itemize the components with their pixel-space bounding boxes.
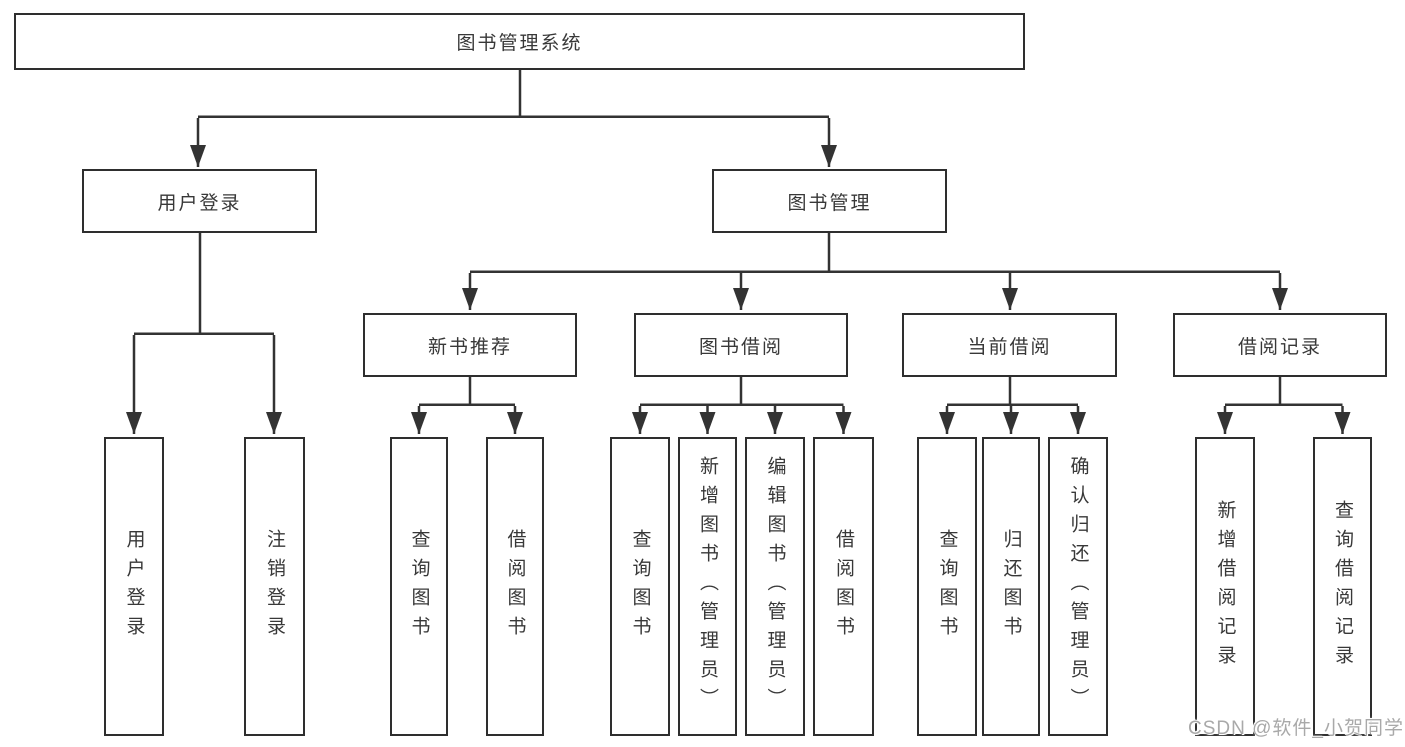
leaf-br-add-record: 新增借阅记录 (1195, 437, 1255, 736)
leaf-bb-borrow-book-label: 借阅图书 (833, 528, 854, 645)
node-current-borrow: 当前借阅 (902, 313, 1117, 377)
leaf-bb-query-book-label: 查询图书 (629, 528, 651, 645)
leaf-bb-edit-book-admin-label: 编辑图书（管理员） (764, 456, 786, 717)
leaf-cb-query-book: 查询图书 (917, 437, 977, 736)
leaf-user-login: 用户登录 (104, 437, 164, 736)
leaf-logout: 注销登录 (244, 437, 305, 736)
leaf-bb-query-book: 查询图书 (610, 437, 670, 736)
leaf-cb-confirm-return-admin: 确认归还（管理员） (1048, 437, 1108, 736)
leaf-rec-query-book: 查询图书 (390, 437, 448, 736)
leaf-bb-add-book-admin-label: 新增图书（管理员） (697, 456, 718, 717)
leaf-cb-return-book-label: 归还图书 (1000, 528, 1022, 645)
leaf-cb-query-book-label: 查询图书 (936, 528, 958, 645)
leaf-user-login-label: 用户登录 (123, 528, 145, 645)
leaf-cb-return-book: 归还图书 (982, 437, 1040, 736)
leaf-br-add-record-label: 新增借阅记录 (1214, 499, 1236, 674)
leaf-rec-query-book-label: 查询图书 (408, 528, 430, 645)
node-user-login: 用户登录 (82, 169, 317, 233)
node-borrow-records: 借阅记录 (1173, 313, 1387, 377)
leaf-bb-edit-book-admin: 编辑图书（管理员） (745, 437, 805, 736)
leaf-br-query-record-label: 查询借阅记录 (1332, 499, 1353, 674)
leaf-cb-confirm-return-admin-label: 确认归还（管理员） (1067, 456, 1089, 717)
leaf-rec-borrow-book: 借阅图书 (486, 437, 544, 736)
leaf-bb-borrow-book: 借阅图书 (813, 437, 874, 736)
node-book-borrow: 图书借阅 (634, 313, 848, 377)
node-book-management: 图书管理 (712, 169, 947, 233)
leaf-rec-borrow-book-label: 借阅图书 (504, 528, 526, 645)
node-root-system: 图书管理系统 (14, 13, 1025, 70)
leaf-bb-add-book-admin: 新增图书（管理员） (678, 437, 737, 736)
leaf-logout-label: 注销登录 (264, 528, 285, 645)
node-new-book-recommend: 新书推荐 (363, 313, 577, 377)
leaf-br-query-record: 查询借阅记录 (1313, 437, 1372, 736)
csdn-watermark: CSDN @软件_小贺同学 (1188, 718, 1404, 739)
